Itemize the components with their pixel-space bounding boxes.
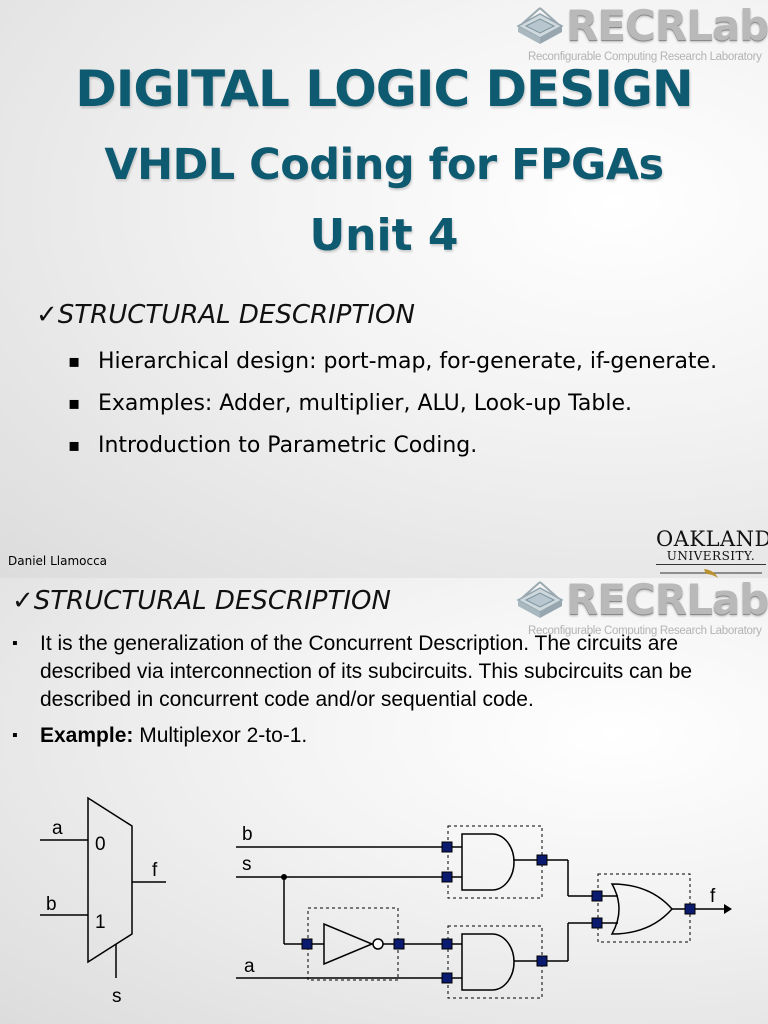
example-text: Multiplexor 2-to-1. (133, 724, 308, 747)
section-heading: ✓STRUCTURAL DESCRIPTION (36, 300, 415, 330)
mux-in1-label: 1 (95, 912, 106, 933)
gate-input-s-label: s (242, 854, 252, 875)
slide-1: RECRLab Reconfigurable Computing Researc… (0, 0, 768, 578)
bullet-item: Hierarchical design: port-map, for-gener… (68, 345, 728, 379)
bullet-list: It is the generalization of the Concurre… (12, 630, 762, 758)
bullet-item: Example: Multiplexor 2-to-1. (12, 722, 762, 750)
title-line-2: VHDL Coding for FPGAs (104, 140, 664, 190)
mux-in0-label: 0 (95, 834, 106, 855)
mux-select-s-label: s (112, 986, 122, 1007)
section-heading: ✓STRUCTURAL DESCRIPTION (12, 586, 391, 616)
gate-input-b-label: b (242, 824, 253, 845)
gate-input-a-label: a (244, 956, 255, 977)
recrlab-logo: RECRLab (514, 4, 768, 48)
bullet-list: Hierarchical design: port-map, for-gener… (68, 345, 728, 471)
junction-dot (281, 874, 287, 880)
title-line-1: DIGITAL LOGIC DESIGN (75, 60, 693, 118)
university-word: UNIVERSITY. (656, 550, 766, 565)
component-boxes (307, 825, 691, 999)
bullet-item: Introduction to Parametric Coding. (68, 429, 728, 463)
port-markers (301, 841, 696, 984)
mux-output-f-label: f (152, 860, 158, 881)
gate-circuit (236, 833, 724, 991)
output-arrow-icon (724, 904, 732, 914)
logo-wordmark: RECRLab (566, 578, 768, 624)
mux-input-a-label: a (52, 818, 63, 839)
example-label: Example: (40, 724, 134, 747)
bullet-item: Examples: Adder, multiplier, ALU, Look-u… (68, 387, 728, 421)
gate-output-f-label: f (710, 886, 716, 907)
logo-subtitle: Reconfigurable Computing Research Labora… (528, 51, 762, 63)
mux-input-b-label: b (46, 894, 57, 915)
author-name: Daniel Llamocca (8, 554, 108, 568)
university-name: OAKLAND (656, 527, 768, 551)
title-line-3: Unit 4 (309, 210, 459, 261)
recrlab-logo: RECRLab (514, 578, 768, 622)
chip-icon (516, 581, 564, 618)
oakland-university-logo: OAKLAND UNIVERSITY. (656, 527, 768, 578)
mux-diagram: a b 0 1 f s (40, 796, 732, 1007)
slide-2: RECRLab Reconfigurable Computing Researc… (0, 578, 768, 1024)
grizzly-swoosh-icon (660, 569, 762, 578)
bullet-item: It is the generalization of the Concurre… (12, 630, 762, 714)
mux-symbol (40, 796, 166, 978)
chip-icon (516, 7, 564, 44)
logo-wordmark: RECRLab (566, 1, 768, 50)
